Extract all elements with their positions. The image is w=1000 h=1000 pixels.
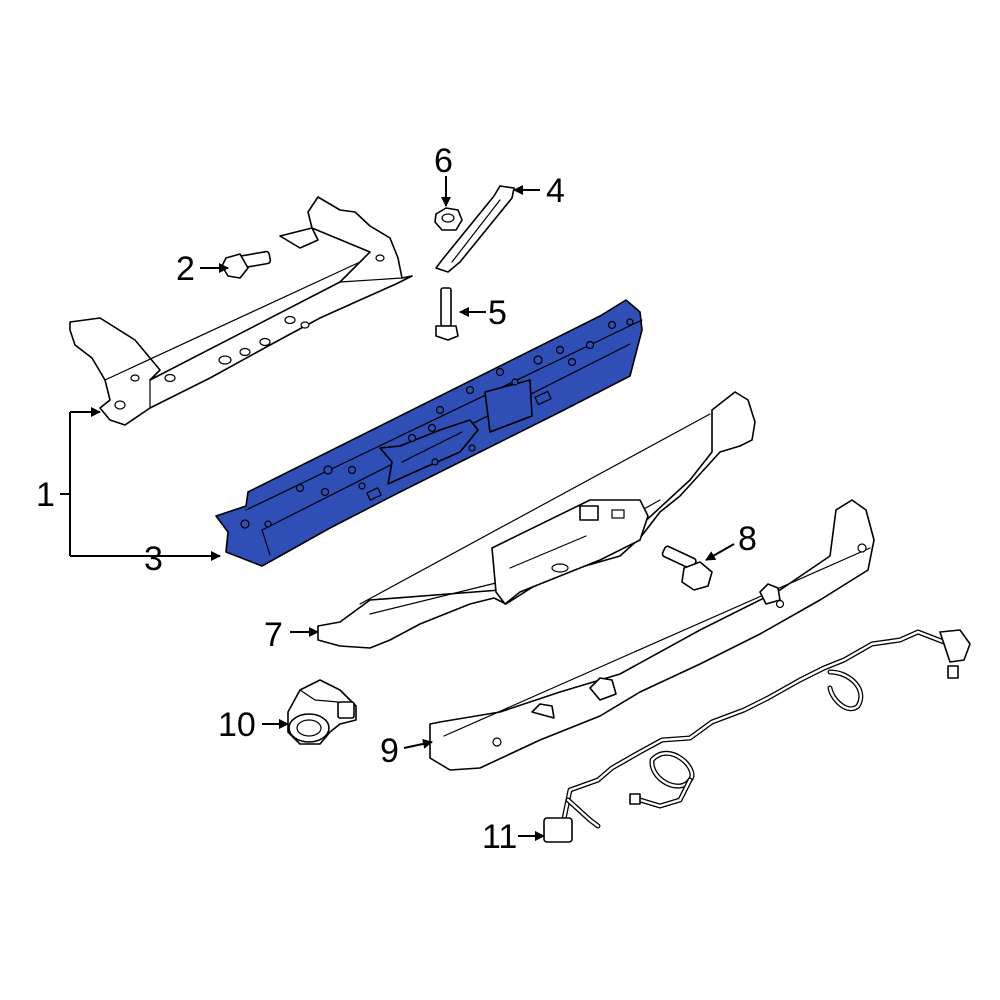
callout-8: 8	[738, 520, 757, 558]
callout-2: 2	[176, 250, 195, 288]
bolt-part-5	[435, 287, 459, 341]
harness-part-11	[543, 629, 971, 843]
callout-10: 10	[218, 706, 256, 744]
reinforcement-part-3	[215, 299, 643, 567]
step-bumper-part-7	[317, 391, 756, 649]
callout-5: 5	[488, 294, 507, 332]
callout-4: 4	[546, 172, 565, 210]
nut-part-6	[434, 207, 463, 231]
sensor-part-10	[287, 679, 357, 745]
callout-11: 11	[482, 818, 517, 856]
bracket-part-1	[69, 196, 413, 426]
callout-3: 3	[144, 540, 163, 578]
callout-7: 7	[264, 616, 283, 654]
callout-9: 9	[380, 732, 399, 770]
leader-lines	[60, 176, 735, 841]
fascia-part-9	[429, 499, 875, 771]
bolt-part-8	[661, 545, 713, 591]
callout-1: 1	[36, 476, 55, 514]
callout-6: 6	[434, 142, 453, 180]
bolt-part-2	[221, 250, 272, 279]
